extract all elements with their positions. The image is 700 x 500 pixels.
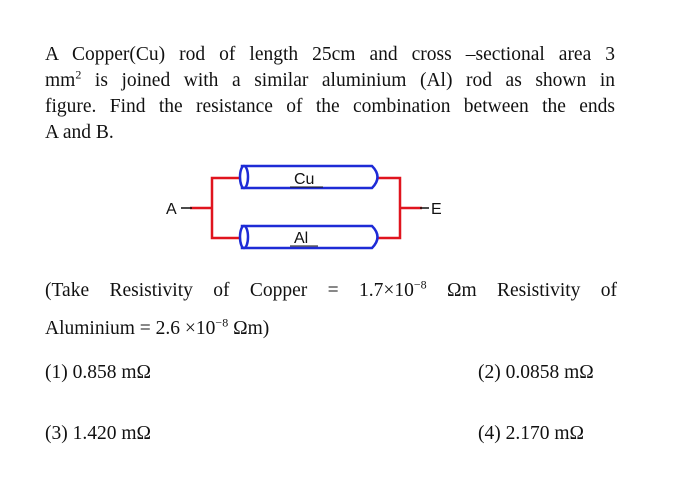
question-line-2-rest: is joined with a similar aluminium (Al) … — [81, 70, 615, 91]
question-text: A Copper(Cu) rod of length 25cm and cros… — [45, 42, 615, 146]
label-al: Al — [294, 230, 308, 247]
question-line-4: A and B. — [45, 122, 114, 143]
question-line-1: A Copper(Cu) rod of length 25cm and cros… — [45, 44, 615, 65]
option-4-number: (4) — [478, 423, 501, 444]
option-1-number: (1) — [45, 362, 68, 383]
given-copper-eq: = — [327, 280, 339, 301]
option-4[interactable]: (4) 2.170 mΩ — [478, 421, 584, 447]
given-copper-value: 1.7×10−8 — [358, 277, 427, 302]
given-al-lead: Resistivity — [497, 280, 581, 301]
option-1-value: 0.858 mΩ — [72, 362, 152, 383]
copper-rod — [238, 164, 379, 190]
given-copper-exponent: −8 — [413, 277, 427, 292]
given-line-1: (Take Resistivity of Copper = 1.7×10−8 Ω… — [45, 278, 617, 304]
label-end-right: E — [431, 201, 442, 218]
question-line-3: figure. Find the resistance of the combi… — [45, 96, 615, 117]
option-2-number: (2) — [478, 362, 501, 383]
option-3-value: 1.420 mΩ — [72, 423, 152, 444]
given-copper-mantissa: 1.7×10 — [358, 280, 414, 301]
given-copper-text: (Take Resistivity of Copper — [45, 280, 308, 301]
label-cu: Cu — [294, 171, 314, 188]
option-4-value: 2.170 mΩ — [505, 423, 585, 444]
given-al-exponent: −8 — [215, 315, 229, 330]
question-line-2: mm2 is joined with a similar aluminium (… — [45, 68, 615, 94]
given-copper-unit: Ωm — [446, 280, 477, 301]
connecting-wires — [190, 176, 422, 240]
given-al-of: of — [600, 280, 618, 301]
given-line-2: Aluminium = 2.6 ×10−8 Ωm) — [45, 316, 269, 342]
aluminium-rod — [238, 224, 379, 250]
option-1[interactable]: (1) 0.858 mΩ — [45, 360, 151, 386]
unit-mm-exponent: 2 — [75, 67, 82, 82]
label-end-left: A — [166, 201, 177, 218]
unit-mm: mm — [45, 70, 76, 91]
option-2[interactable]: (2) 0.0858 mΩ — [478, 360, 594, 386]
option-3-number: (3) — [45, 423, 68, 444]
option-2-value: 0.0858 mΩ — [505, 362, 594, 383]
option-3[interactable]: (3) 1.420 mΩ — [45, 421, 151, 447]
given-al-name: Aluminium = 2.6 ×10 — [45, 318, 216, 339]
given-al-unit: Ωm) — [228, 318, 270, 339]
